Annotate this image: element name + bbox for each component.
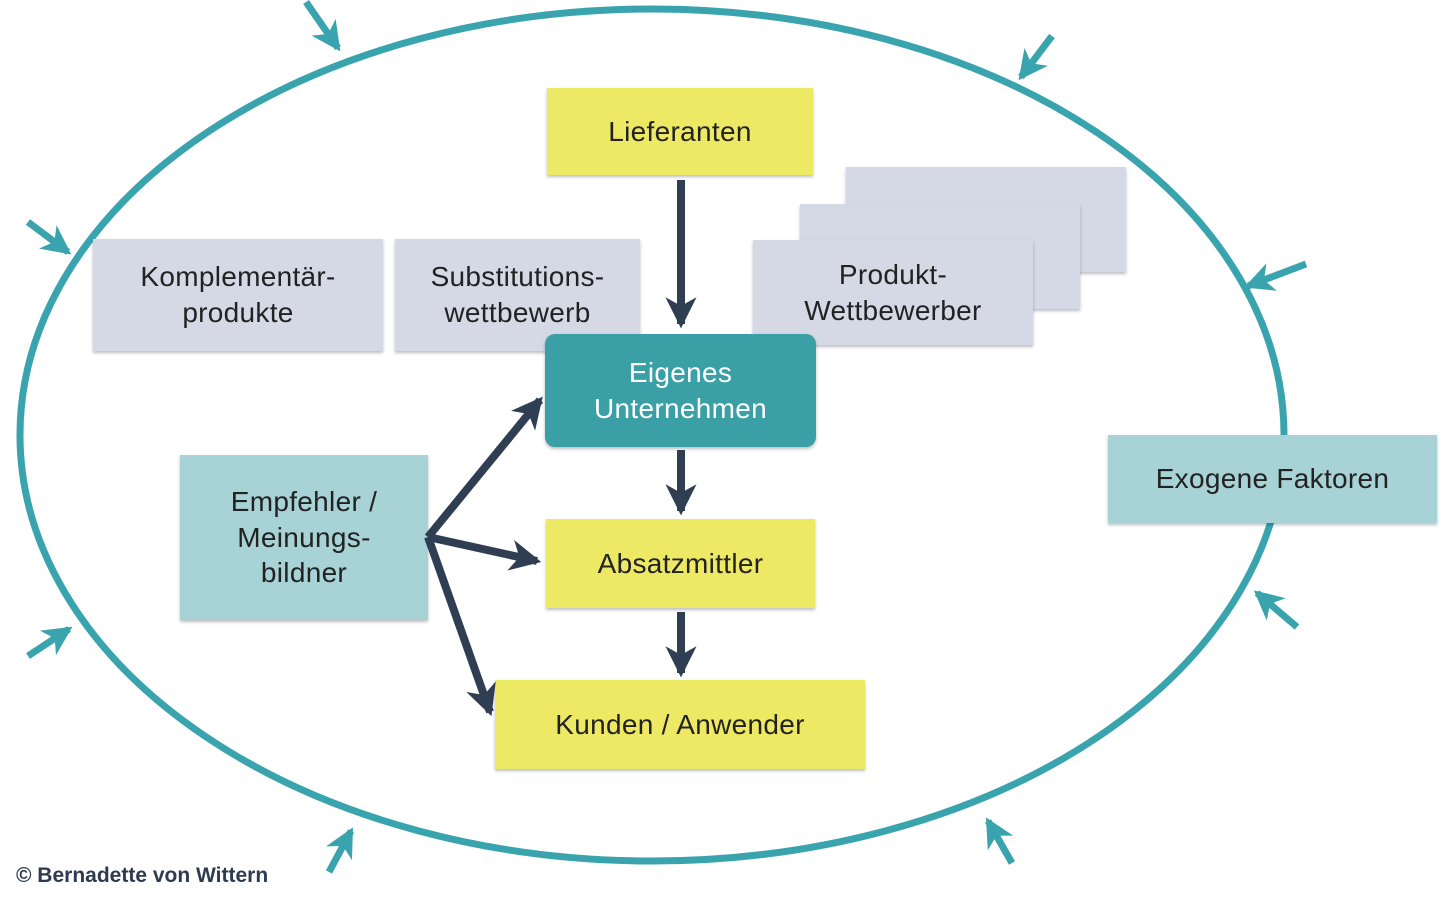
inward-arrow-left-upper <box>25 219 72 255</box>
node-komplementaerprodukte: Komplementär- produkte <box>93 239 383 351</box>
copyright: © Bernadette von Wittern <box>16 864 269 887</box>
node-kunden-label: Kunden / Anwender <box>555 708 805 740</box>
node-kunden: Kunden / Anwender <box>495 680 865 769</box>
inward-arrow-top-right <box>1018 33 1055 81</box>
arrow-empfehler-to-kunden <box>424 535 496 717</box>
node-exogene-faktoren: Exogene Faktoren <box>1108 435 1437 523</box>
node-produktwettbewerber-label: Produkt- Wettbewerber <box>804 258 982 326</box>
node-exogene-faktoren-label: Exogene Faktoren <box>1155 463 1390 495</box>
node-empfehler: Empfehler / Meinungs- bildner <box>180 455 428 620</box>
node-absatzmittler: Absatzmittler <box>546 519 815 608</box>
node-eigenes-unternehmen-label: Eigenes Unternehmen <box>594 356 767 424</box>
inward-arrow-right-upper <box>1244 260 1308 291</box>
node-absatzmittler-label: Absatzmittler <box>597 547 764 579</box>
node-substitutionswettbewerb-label: Substitutions- wettbewerb <box>430 261 605 328</box>
inward-arrow-left-lower <box>26 626 73 659</box>
inward-arrow-top-left <box>303 0 341 52</box>
node-eigenes-unternehmen: Eigenes Unternehmen <box>545 334 816 447</box>
arrow-empfehler-to-eigenes <box>424 396 544 540</box>
inward-arrow-bottom-right <box>984 817 1016 865</box>
inward-arrow-right-lower <box>1253 590 1300 630</box>
node-lieferanten: Lieferanten <box>547 88 813 175</box>
node-lieferanten-label: Lieferanten <box>608 115 752 147</box>
node-empfehler-label: Empfehler / Meinungs- bildner <box>230 485 378 589</box>
node-produktwettbewerber: Produkt- Wettbewerber <box>753 240 1033 345</box>
node-komplementaerprodukte-label: Komplementär- produkte <box>140 261 336 328</box>
inward-arrow-bottom-left <box>325 827 355 874</box>
arrow-empfehler-to-absatzmittler <box>427 533 542 571</box>
